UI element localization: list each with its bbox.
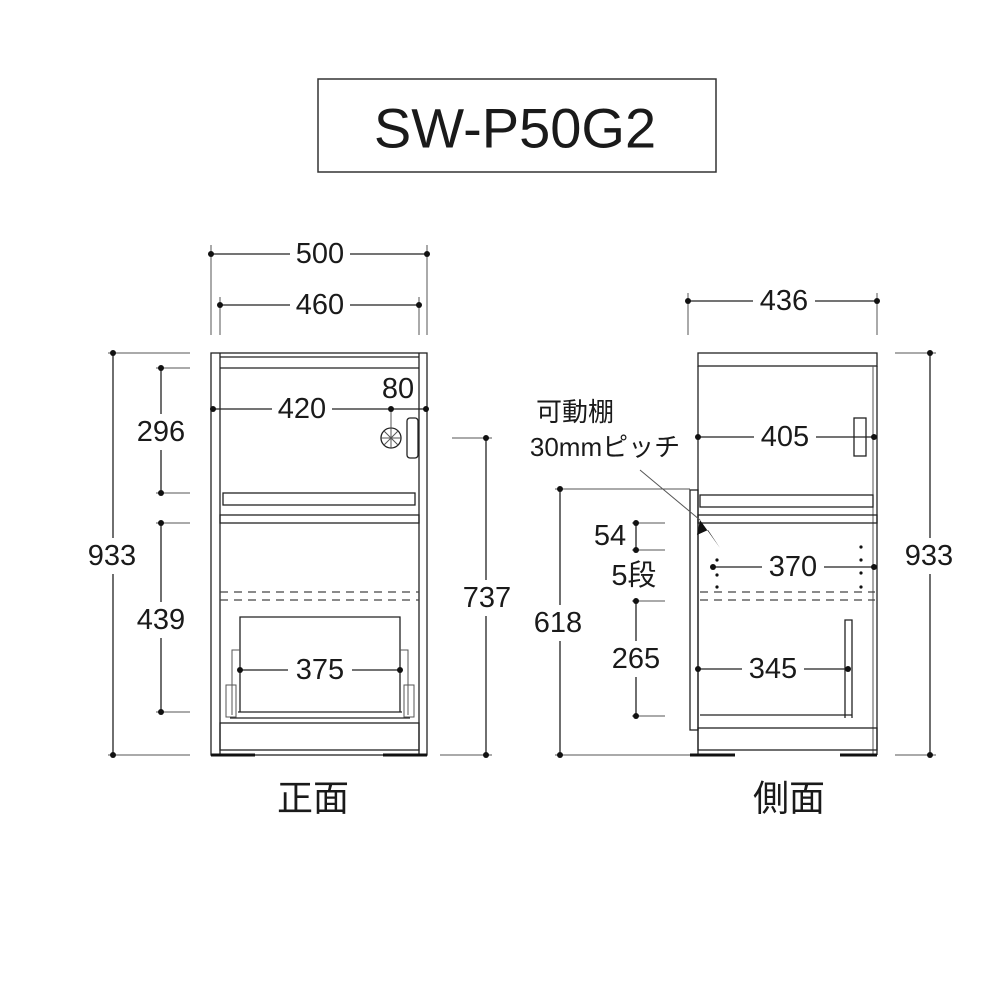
model-title: SW-P50G2 bbox=[374, 97, 656, 160]
switch-panel-icon bbox=[406, 417, 419, 459]
arrow-icon bbox=[697, 520, 720, 548]
shelf-steps-label: 5段 bbox=[611, 559, 656, 592]
front-view-label: 正面 bbox=[277, 778, 349, 819]
dim-side-height-933: 933 bbox=[905, 540, 953, 572]
dim-depth-436: 436 bbox=[760, 285, 808, 317]
dim-pitch-54: 54 bbox=[594, 520, 626, 552]
dim-upper-296: 296 bbox=[137, 416, 185, 448]
side-dimensions: 436 933 405 618 54 5段 265 370 bbox=[528, 285, 960, 758]
dim-height-618: 618 bbox=[534, 607, 582, 639]
shelf-pitch-note: 30mmピッチ bbox=[530, 432, 680, 462]
dim-lower-439: 439 bbox=[137, 604, 185, 636]
front-view bbox=[210, 352, 428, 757]
dim-height-737: 737 bbox=[463, 582, 511, 614]
front-dimensions: 500 460 420 80 933 296 439 bbox=[82, 238, 518, 758]
dim-upper-depth-405: 405 bbox=[761, 421, 809, 453]
dim-bottom-265: 265 bbox=[612, 643, 660, 675]
dim-interior-420: 420 bbox=[278, 393, 326, 425]
dim-shelf-370: 370 bbox=[769, 551, 817, 583]
dim-basket-375: 375 bbox=[296, 654, 344, 686]
dim-width-500: 500 bbox=[296, 238, 344, 270]
title-box bbox=[317, 78, 717, 173]
dim-height-933: 933 bbox=[88, 540, 136, 572]
adjustable-shelf-note: 可動棚 bbox=[536, 397, 614, 427]
side-view bbox=[639, 352, 878, 757]
dim-offset-80: 80 bbox=[382, 373, 414, 405]
side-view-label: 側面 bbox=[753, 778, 825, 819]
dim-basket-345: 345 bbox=[749, 653, 797, 685]
dim-width-460: 460 bbox=[296, 289, 344, 321]
